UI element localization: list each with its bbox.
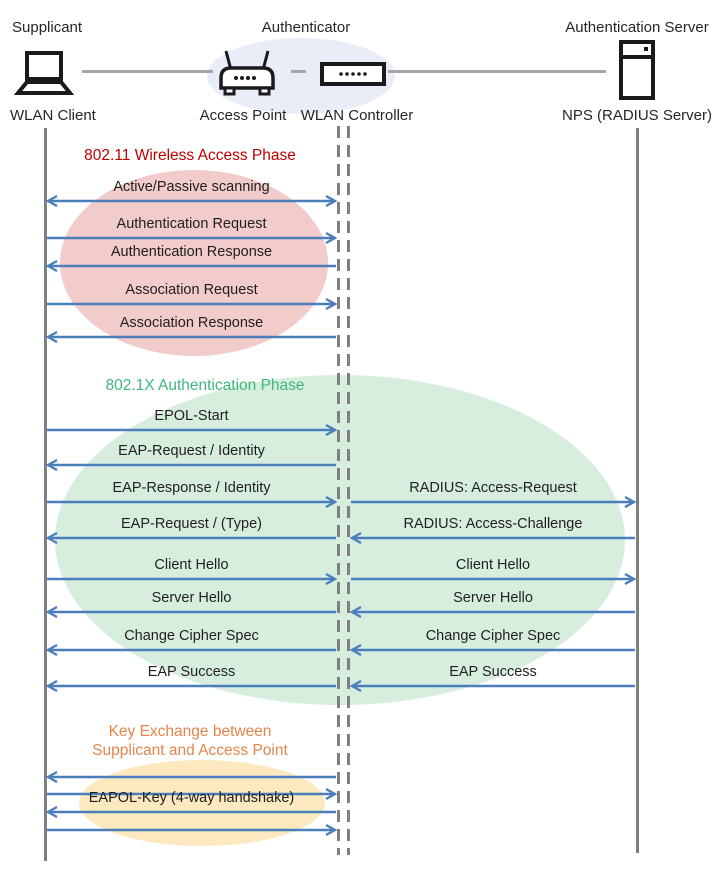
message-label: EAPOL-Key (4-way handshake) bbox=[88, 790, 295, 806]
message-label: Authentication Request bbox=[116, 216, 267, 232]
message-label: Client Hello bbox=[154, 557, 229, 573]
phase1-title: 802.11 Wireless Access Phase bbox=[84, 147, 296, 164]
message-label: Authentication Response bbox=[110, 244, 273, 260]
message-arrow bbox=[350, 643, 636, 657]
node-label-wlan-controller: WLAN Controller bbox=[300, 107, 414, 124]
message-label: EPOL-Start bbox=[154, 408, 229, 424]
message-arrow bbox=[46, 787, 337, 801]
message-arrow bbox=[46, 231, 337, 245]
message-arrow bbox=[46, 679, 337, 693]
message-label: Server Hello bbox=[453, 590, 533, 606]
message-label: EAP-Request / (Type) bbox=[120, 516, 263, 532]
message-arrow bbox=[46, 259, 337, 273]
message-arrow bbox=[46, 823, 337, 837]
node-label-access-point: Access Point bbox=[199, 107, 287, 124]
message-arrow bbox=[46, 605, 337, 619]
message-label: EAP-Response / Identity bbox=[112, 480, 271, 496]
server-icon bbox=[619, 40, 655, 100]
message-arrow bbox=[46, 495, 337, 509]
message-label: Change Cipher Spec bbox=[124, 628, 259, 644]
message-arrow bbox=[46, 330, 337, 344]
message-arrow bbox=[46, 423, 337, 437]
lifeline-authentication-server bbox=[636, 128, 639, 853]
phase3-title-line2: Supplicant and Access Point bbox=[92, 742, 288, 759]
message-arrow bbox=[46, 770, 337, 784]
message-arrow bbox=[350, 531, 636, 545]
message-arrow bbox=[46, 194, 337, 208]
message-arrow bbox=[350, 495, 636, 509]
message-arrow bbox=[350, 605, 636, 619]
message-label: EAP Success bbox=[449, 664, 537, 680]
lifeline-authenticator-left bbox=[337, 126, 340, 855]
phase3-title-line1: Key Exchange between bbox=[108, 723, 272, 740]
lifeline-supplicant bbox=[44, 128, 47, 861]
laptop-icon bbox=[12, 50, 76, 98]
message-label: Change Cipher Spec bbox=[425, 628, 561, 644]
message-label: Client Hello bbox=[455, 557, 531, 573]
connector-controller-server bbox=[388, 70, 606, 73]
message-arrow bbox=[350, 679, 636, 693]
message-arrow bbox=[46, 458, 337, 472]
message-arrow bbox=[46, 531, 337, 545]
role-supplicant: Supplicant bbox=[12, 19, 83, 36]
message-label: Association Response bbox=[119, 315, 264, 331]
phase3-ellipse bbox=[79, 760, 325, 846]
message-label: Association Request bbox=[125, 282, 258, 298]
message-arrow bbox=[46, 297, 337, 311]
access-point-icon bbox=[216, 48, 278, 98]
node-label-nps-radius-server: NPS (RADIUS Server) bbox=[561, 107, 713, 124]
phase3-title: Key Exchange between Supplicant and Acce… bbox=[60, 722, 320, 760]
message-label: Active/Passive scanning bbox=[113, 179, 270, 195]
node-label-wlan-client: WLAN Client bbox=[10, 107, 96, 124]
wlan-controller-icon bbox=[320, 62, 386, 86]
message-label: EAP-Request / Identity bbox=[118, 443, 265, 459]
message-arrow bbox=[350, 572, 636, 586]
connector-ap-controller-dash bbox=[291, 70, 306, 73]
message-label: RADIUS: Access-Request bbox=[409, 480, 577, 496]
role-authentication-server: Authentication Server bbox=[565, 19, 709, 36]
message-label: Server Hello bbox=[151, 590, 232, 606]
message-label: RADIUS: Access-Challenge bbox=[403, 516, 583, 532]
lifeline-authenticator-right bbox=[347, 126, 350, 855]
phase2-title: 802.1X Authentication Phase bbox=[105, 377, 305, 394]
message-arrow bbox=[46, 805, 337, 819]
message-arrow bbox=[46, 572, 337, 586]
message-label: EAP Success bbox=[147, 664, 236, 680]
role-authenticator: Authenticator bbox=[261, 19, 351, 36]
message-arrow bbox=[46, 643, 337, 657]
connector-client-ap bbox=[82, 70, 213, 73]
